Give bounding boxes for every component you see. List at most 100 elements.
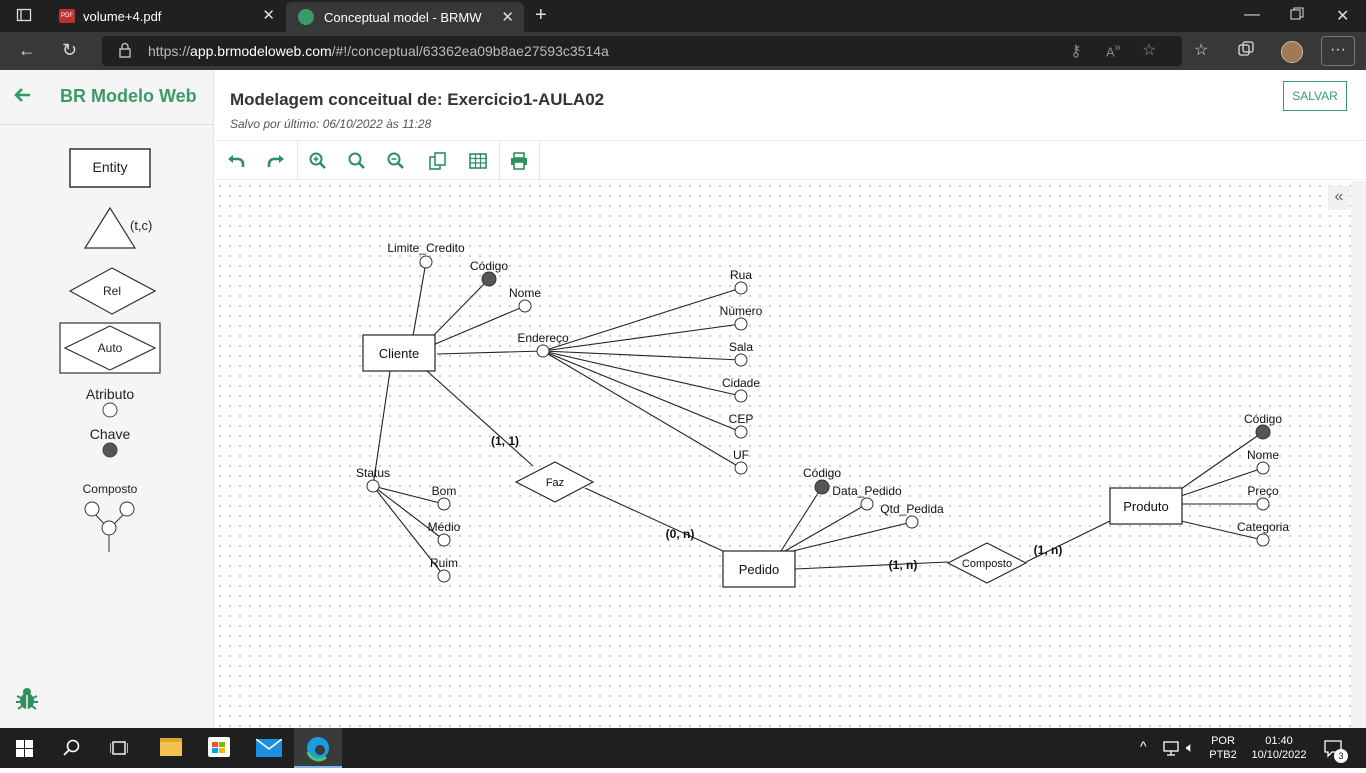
- entity-pedido[interactable]: Pedido: [722, 550, 796, 588]
- language-indicator[interactable]: POR PTB2: [1206, 734, 1240, 762]
- attribute-nodes[interactable]: [366, 255, 1271, 583]
- tray-chevron-icon[interactable]: ^: [1140, 738, 1147, 754]
- tab-title: volume+4.pdf: [83, 8, 162, 24]
- attribute-label: Nome: [509, 286, 541, 300]
- toolbar: [215, 140, 1366, 181]
- language-code: POR: [1211, 735, 1235, 747]
- palette-entity[interactable]: Entity: [69, 148, 151, 188]
- url-field[interactable]: https://app.brmodeloweb.com/#!/conceptua…: [102, 36, 1182, 66]
- tab-brmw[interactable]: Conceptual model - BRMW ✕: [286, 2, 524, 32]
- entity-label: Pedido: [739, 562, 779, 577]
- avatar[interactable]: [1281, 41, 1303, 63]
- search-icon[interactable]: [63, 739, 81, 762]
- diagram-canvas[interactable]: Cliente Pedido Produto Faz Composto (1, …: [215, 181, 1351, 728]
- attribute-label: Categoria: [1237, 520, 1289, 534]
- connector-lines: [372, 261, 1264, 577]
- volume-icon[interactable]: 🔈︎: [1186, 739, 1195, 755]
- toolbar-separator: [499, 141, 500, 181]
- palette-attribute[interactable]: Atributo: [86, 386, 134, 418]
- attribute-label: Código: [470, 259, 508, 273]
- attribute-label: Bom: [432, 484, 457, 498]
- close-window-icon[interactable]: ✕: [1336, 8, 1350, 25]
- notifications-icon[interactable]: [1324, 740, 1344, 763]
- browser-address-bar: ← ↻ https://app.brmodeloweb.com/#!/conce…: [0, 32, 1366, 70]
- palette-key-attribute[interactable]: Chave: [90, 426, 131, 458]
- key-icon[interactable]: ⚷: [1070, 43, 1082, 60]
- print-icon[interactable]: [499, 141, 539, 181]
- browser-tab-bar: PDF volume+4.pdf ✕ Conceptual model - BR…: [0, 0, 1366, 32]
- undo-icon[interactable]: [216, 141, 256, 181]
- entity-label: Cliente: [379, 346, 419, 361]
- attribute-label: Endereço: [517, 331, 569, 345]
- refresh-icon[interactable]: ↻: [62, 40, 78, 60]
- attribute-label: Número: [720, 304, 763, 318]
- restore-icon[interactable]: [1290, 7, 1304, 26]
- app-title: BR Modelo Web: [60, 86, 197, 106]
- er-diagram: Cliente Pedido Produto Faz Composto (1, …: [356, 241, 1289, 588]
- clock[interactable]: 01:40 10/10/2022: [1244, 734, 1314, 762]
- palette-relationship-label: Rel: [103, 284, 121, 298]
- collapse-panel-icon[interactable]: «: [1328, 186, 1350, 210]
- edge-taskbar-icon[interactable]: [294, 728, 342, 768]
- zoom-out-icon[interactable]: [376, 141, 416, 181]
- close-tab-icon[interactable]: ✕: [262, 7, 275, 24]
- attribute-label: Data_Pedido: [832, 484, 902, 498]
- back-arrow-icon[interactable]: [14, 86, 32, 110]
- relationship-composto[interactable]: Composto: [946, 542, 1028, 584]
- palette-composite-label: Composto: [83, 482, 138, 496]
- collections-icon[interactable]: [1238, 41, 1254, 62]
- favorites-icon[interactable]: ☆: [1194, 42, 1209, 59]
- toolbar-separator: [539, 141, 540, 181]
- add-favorite-icon[interactable]: ☆: [1142, 42, 1157, 59]
- bug-report-icon[interactable]: [14, 686, 40, 717]
- mail-icon[interactable]: [255, 738, 283, 762]
- file-explorer-icon[interactable]: [160, 738, 182, 756]
- brmw-favicon-icon: [298, 9, 314, 25]
- back-icon[interactable]: ←: [18, 40, 36, 60]
- more-menu-icon[interactable]: ···: [1321, 36, 1355, 66]
- attribute-label: CEP: [729, 412, 754, 426]
- palette-relationship[interactable]: Rel: [68, 267, 157, 315]
- page-header: Modelagem conceitual de: Exercicio1-AULA…: [215, 70, 1366, 140]
- zoom-in-icon[interactable]: [298, 141, 338, 181]
- attribute-label: Limite_Credito: [387, 241, 465, 255]
- relationship-faz[interactable]: Faz: [514, 461, 595, 503]
- redo-icon[interactable]: [256, 141, 296, 181]
- tab-pdf[interactable]: PDF volume+4.pdf ✕: [45, 0, 285, 32]
- palette-shapes: Entity (t,c) Rel Auto Atributo Chave Com…: [59, 148, 161, 552]
- store-icon[interactable]: [208, 737, 230, 757]
- canvas-scrollbar[interactable]: [1351, 181, 1366, 728]
- network-icon[interactable]: [1163, 740, 1181, 761]
- table-icon[interactable]: [458, 141, 498, 181]
- entity-produto[interactable]: Produto: [1109, 487, 1183, 525]
- palette-specialization[interactable]: (t,c): [83, 206, 152, 249]
- windows-start-icon[interactable]: [16, 740, 33, 762]
- tab-title: Conceptual model - BRMW: [324, 9, 482, 25]
- palette-composite-attribute[interactable]: Composto: [83, 482, 138, 552]
- relationship-label: Faz: [546, 477, 564, 489]
- attribute-label: Ruim: [430, 556, 458, 570]
- attribute-label: Status: [356, 466, 390, 480]
- zoom-reset-icon[interactable]: [337, 141, 377, 181]
- palette-specialization-label: (t,c): [130, 218, 152, 233]
- task-view-icon[interactable]: [109, 740, 129, 761]
- clock-date: 10/10/2022: [1251, 749, 1307, 761]
- attribute-label: Código: [803, 466, 841, 480]
- duplicate-icon[interactable]: [418, 141, 458, 181]
- save-button[interactable]: SALVAR: [1283, 81, 1347, 111]
- palette-key-label: Chave: [90, 426, 131, 442]
- attribute-label: Médio: [428, 520, 461, 534]
- close-tab-icon[interactable]: ✕: [501, 9, 514, 26]
- palette-associative[interactable]: Auto: [59, 322, 161, 374]
- cardinality-label: (1, n): [1034, 543, 1063, 557]
- read-aloud-icon[interactable]: A»: [1106, 42, 1121, 60]
- windows-taskbar: ^ 🔈︎ POR PTB2 01:40 10/10/2022 3: [0, 728, 1366, 768]
- attribute-label: Cidade: [722, 376, 760, 390]
- palette-entity-label: Entity: [92, 159, 127, 175]
- entity-cliente[interactable]: Cliente: [362, 334, 436, 372]
- minimize-icon[interactable]: —: [1244, 6, 1260, 23]
- new-tab-icon[interactable]: +: [535, 4, 547, 26]
- attribute-label: Sala: [729, 340, 753, 354]
- toolbar-separator: [297, 141, 298, 181]
- tab-actions-icon[interactable]: [16, 7, 32, 28]
